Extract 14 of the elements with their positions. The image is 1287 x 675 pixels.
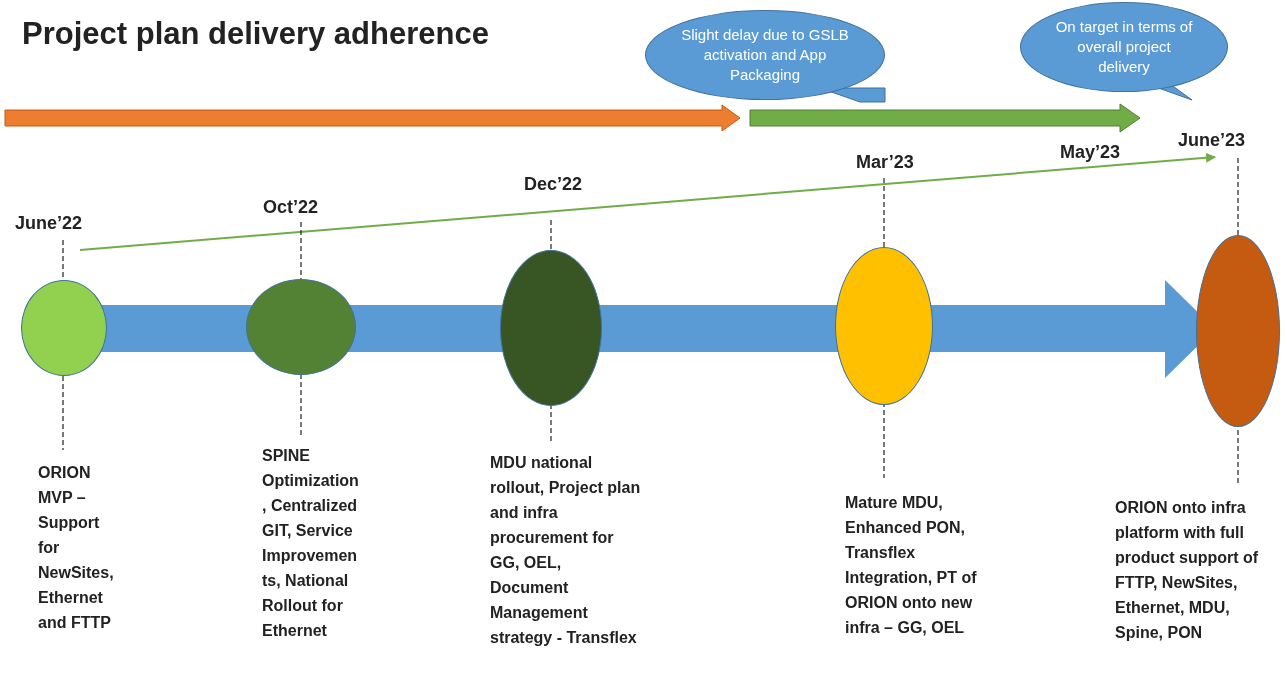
date-label: Oct’22 — [263, 197, 319, 218]
date-label: May’23 — [1060, 142, 1121, 163]
milestone-description: ORION MVP – Support for NewSites, Ethernet and FTTP — [38, 463, 115, 633]
date-label: Dec’22 — [524, 174, 583, 195]
title: Project plan delivery adherence — [22, 16, 489, 52]
callout-bubble: Slight delay due to GSLB activation and App Packaging — [645, 10, 885, 100]
milestone-description: Mature MDU, Enhanced PON, Transflex Integration, PT of ORION onto new infra – GG, OEL — [845, 493, 978, 638]
milestone-description: MDU national rollout, Project plan and infra procurement for GG, OEL, Document Management strategy - Transflex — [490, 453, 642, 648]
milestone-description: SPINE Optimization , Centralized GIT, Service Improvemen ts, National Rollout for Ethernet — [262, 446, 358, 641]
date-label: Mar’23 — [856, 152, 914, 173]
date-label: June’23 — [1178, 130, 1246, 151]
milestone-description: ORION onto infra platform with full product support of FTTP, NewSites, Ethernet, MDU, Spine, PON — [1115, 498, 1260, 643]
date-label: June’22 — [15, 213, 83, 234]
callout-bubble: On target in terms of overall project delivery — [1020, 2, 1228, 92]
